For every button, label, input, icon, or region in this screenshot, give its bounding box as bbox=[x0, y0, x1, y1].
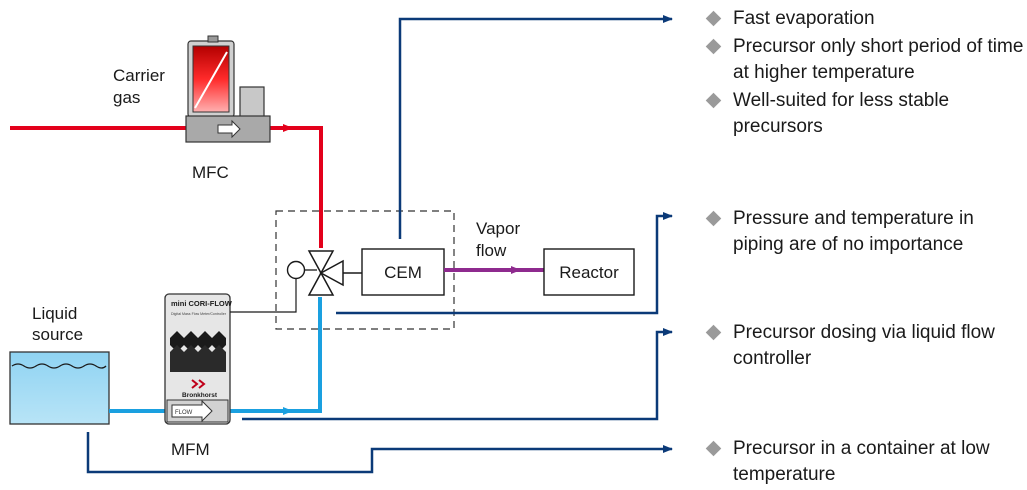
bullet-group-cem: Fast evaporation Precursor only short pe… bbox=[705, 6, 1025, 142]
liquid-source-label-2: source bbox=[32, 325, 83, 344]
cem-label: CEM bbox=[384, 263, 422, 282]
mfc-label: MFC bbox=[192, 163, 229, 182]
diamond-bullet-icon bbox=[705, 210, 722, 227]
bullet-group-container: Precursor in a container at low temperat… bbox=[705, 436, 1025, 490]
bullet-item: Precursor dosing via liquid flow control… bbox=[705, 320, 1025, 372]
bullet-item: Fast evaporation bbox=[705, 6, 1025, 32]
flow-arrow-icon bbox=[217, 119, 241, 139]
liquid-container bbox=[9, 351, 110, 425]
bullet-group-piping: Pressure and temperature in piping are o… bbox=[705, 206, 1025, 260]
diamond-bullet-icon bbox=[705, 324, 722, 341]
device-brand-text: mini CORI-FLOW bbox=[171, 299, 233, 308]
mfm-flow-arrow-icon bbox=[171, 399, 213, 423]
actuator-signal-line bbox=[230, 279, 297, 313]
reactor-label: Reactor bbox=[559, 263, 619, 282]
diamond-bullet-icon bbox=[705, 440, 722, 457]
bullet-item: Pressure and temperature in piping are o… bbox=[705, 206, 1025, 258]
vapor-flow-label-1: Vapor bbox=[476, 219, 520, 238]
device-checker-pattern bbox=[170, 331, 226, 372]
gas-line-to-valve bbox=[270, 126, 323, 248]
carrier-gas-label-2: gas bbox=[113, 88, 140, 107]
diamond-bullet-icon bbox=[705, 92, 722, 109]
pointer-arrow-container bbox=[86, 432, 673, 474]
vapor-flow-label-2: flow bbox=[476, 241, 507, 260]
device-flow-text: FLOW bbox=[175, 410, 193, 416]
pointer-arrow-cem bbox=[398, 15, 673, 239]
bullet-group-dosing: Precursor dosing via liquid flow control… bbox=[705, 320, 1025, 374]
diamond-bullet-icon bbox=[705, 10, 722, 27]
reactor-box bbox=[543, 248, 635, 296]
diamond-bullet-icon bbox=[705, 38, 722, 55]
device-maker-text: Bronkhorst bbox=[182, 392, 218, 399]
mfm-device: mini CORI-FLOW Digital Mass Flow Meter/C… bbox=[164, 293, 233, 425]
bullet-item: Precursor only short period of time at h… bbox=[705, 34, 1025, 86]
cem-enclosure bbox=[275, 210, 455, 330]
valve-actuator-icon bbox=[286, 260, 306, 280]
carrier-gas-label-1: Carrier bbox=[113, 66, 165, 85]
mfm-label: MFM bbox=[171, 440, 210, 459]
liquid-source-label-1: Liquid bbox=[32, 304, 77, 323]
liquid-line-to-valve bbox=[228, 297, 322, 413]
liquid-surface bbox=[11, 363, 107, 369]
bullet-item: Well-suited for less stable precursors bbox=[705, 88, 1025, 140]
mfc-device bbox=[185, 35, 271, 143]
device-subtitle-text: Digital Mass Flow Meter/Controller bbox=[171, 312, 227, 316]
bullet-item: Precursor in a container at low temperat… bbox=[705, 436, 1025, 488]
three-way-valve-icon bbox=[307, 250, 344, 296]
pointer-arrow-piping bbox=[336, 212, 673, 315]
pointer-arrow-dosing bbox=[242, 328, 673, 421]
bronkhorst-logo-icon bbox=[191, 379, 206, 389]
